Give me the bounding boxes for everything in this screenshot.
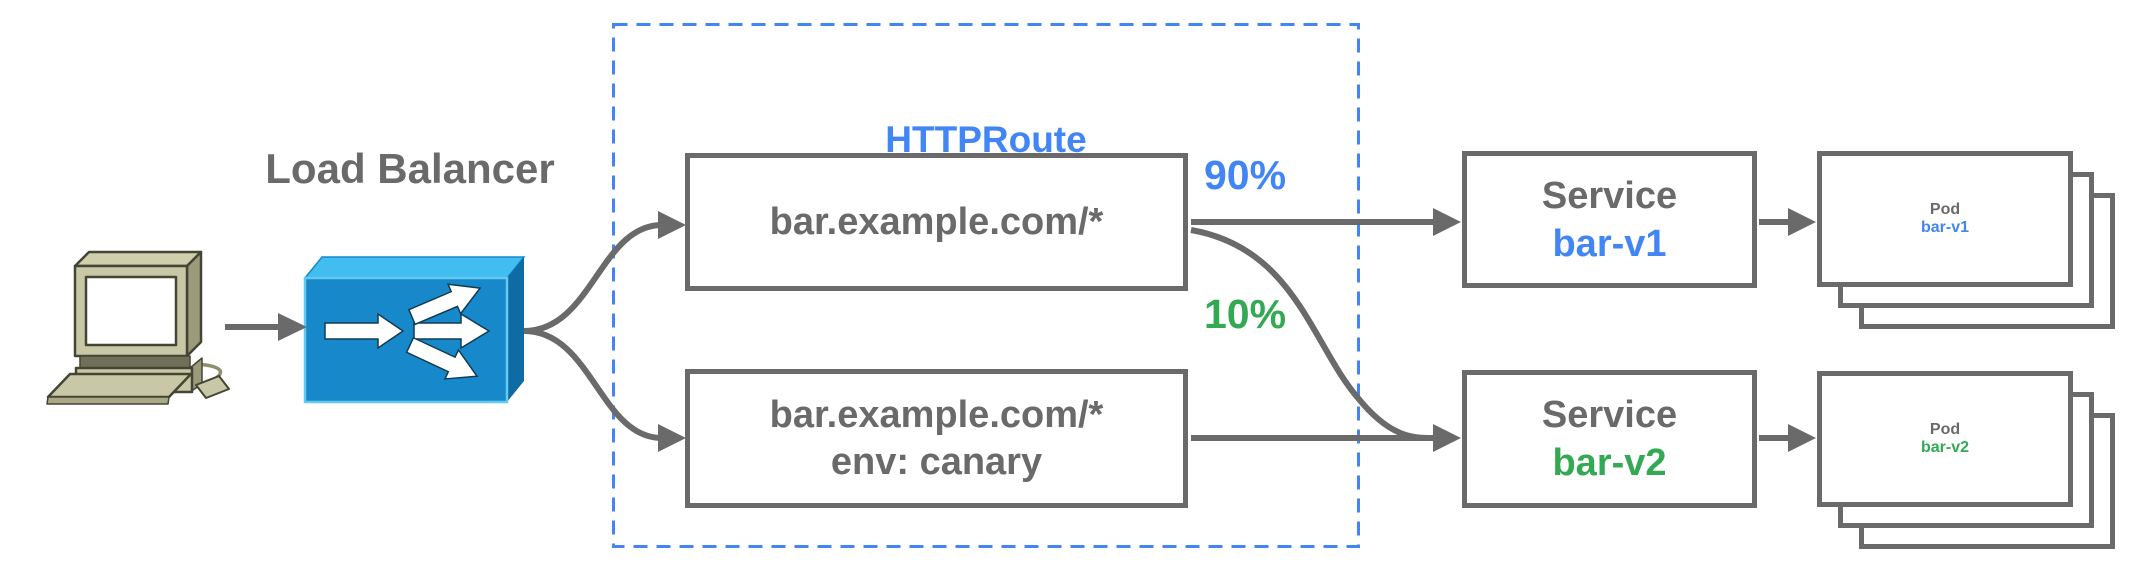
load-balancer-label: Load Balancer <box>265 145 555 192</box>
weight-label-90: 90% <box>1204 152 1287 198</box>
service1-type-label: Service <box>1541 174 1678 217</box>
arrowhead-lb-to-rule1 <box>658 211 686 239</box>
desktop-computer-icon <box>46 250 230 405</box>
service-box-bar-v1: Service bar-v1 <box>1462 151 1757 288</box>
pod2-name: bar-v2 <box>1920 439 1970 456</box>
weight-label-10: 10% <box>1204 291 1287 337</box>
connectors <box>225 219 1792 442</box>
pod1-type-label: Pod <box>1929 201 1961 218</box>
load-balancer-switch-icon <box>303 256 526 404</box>
connector-lb-to-rule2 <box>523 328 663 441</box>
service2-name: bar-v2 <box>1552 442 1667 484</box>
arrowhead-lb-to-rule2 <box>658 424 686 452</box>
pod2-type-label: Pod <box>1929 421 1961 438</box>
httproute-group-border <box>612 23 1360 548</box>
pod-stack-bar-v1: Pod bar-v1 <box>1817 151 2115 329</box>
load-balancer-arrows <box>324 283 491 380</box>
pod-box-bar-v2: Pod bar-v2 <box>1817 371 2073 507</box>
arrowhead-service1-to-pod1 <box>1788 208 1816 236</box>
rule-box-bar-example: bar.example.com/* <box>685 153 1188 291</box>
rule1-match-text: bar.example.com/* <box>769 200 1104 243</box>
rule2-match-text: bar.example.com/* <box>769 393 1104 436</box>
rule-box-bar-example-canary: bar.example.com/* env: canary <box>685 369 1188 508</box>
rule2-header-text: env: canary <box>830 440 1043 483</box>
connector-lb-to-rule1 <box>523 222 663 334</box>
arrowhead-client-to-lb <box>278 313 307 341</box>
service1-name: bar-v1 <box>1552 222 1667 265</box>
arrowhead-service2-to-pod2 <box>1788 424 1816 452</box>
service-box-bar-v2: Service bar-v2 <box>1462 370 1757 508</box>
service2-type-label: Service <box>1541 394 1678 436</box>
arrowhead-rule1-to-service1 <box>1433 208 1461 236</box>
pod-stack-bar-v2: Pod bar-v2 <box>1817 371 2115 549</box>
arrowheads <box>278 208 1816 452</box>
arrowhead-to-service2 <box>1433 424 1461 452</box>
pod1-name: bar-v1 <box>1920 219 1970 236</box>
pod-box-bar-v1: Pod bar-v1 <box>1817 151 2073 287</box>
